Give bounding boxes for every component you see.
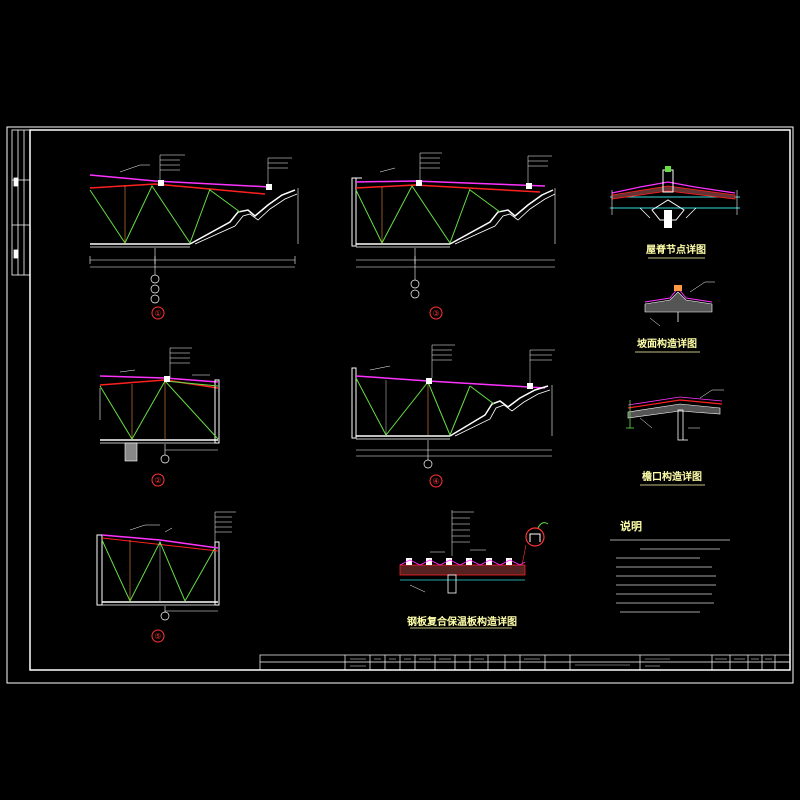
section-label-4: ④: [432, 477, 439, 486]
truss-1-webs: [89, 184, 211, 245]
slope-detail-title: 坡面构造详图: [637, 337, 697, 350]
section-label-2: ②: [154, 476, 161, 485]
title-block-text-marks: [350, 658, 788, 667]
section-label-1: ①: [154, 309, 161, 318]
eave-detail-title: 檐口构造详图: [642, 470, 702, 483]
truss-1-roof-line: [89, 174, 271, 188]
section-labels: ① ③ ② ④ ⑤: [151, 306, 443, 643]
notes-block: 说明: [610, 519, 730, 613]
section-label-5: ⑤: [154, 632, 161, 641]
truss-5-diagram: [96, 511, 236, 621]
section-label-3: ③: [432, 309, 439, 318]
slope-detail: 坡面构造详图: [635, 281, 715, 353]
inner-border: [29, 129, 791, 671]
title-block: [259, 654, 791, 671]
outer-border: [6, 126, 794, 684]
ridge-detail: 屋脊节点详图: [610, 166, 740, 259]
binding-strip: [11, 129, 31, 276]
truss-3-diagram: [351, 152, 556, 299]
composite-panel-title: 钢板复合保温板构造详图: [407, 615, 517, 628]
eave-detail: 檐口构造详图: [626, 389, 724, 486]
truss-1-diagram: [89, 154, 299, 304]
ridge-detail-title: 屋脊节点详图: [646, 243, 706, 256]
truss-4-diagram: [351, 344, 555, 469]
notes-heading: 说明: [620, 519, 642, 533]
truss-1-top-chord: [89, 183, 266, 195]
composite-panel-detail: 钢板复合保温板构造详图: [399, 510, 549, 629]
truss-2-diagram: [99, 347, 220, 464]
